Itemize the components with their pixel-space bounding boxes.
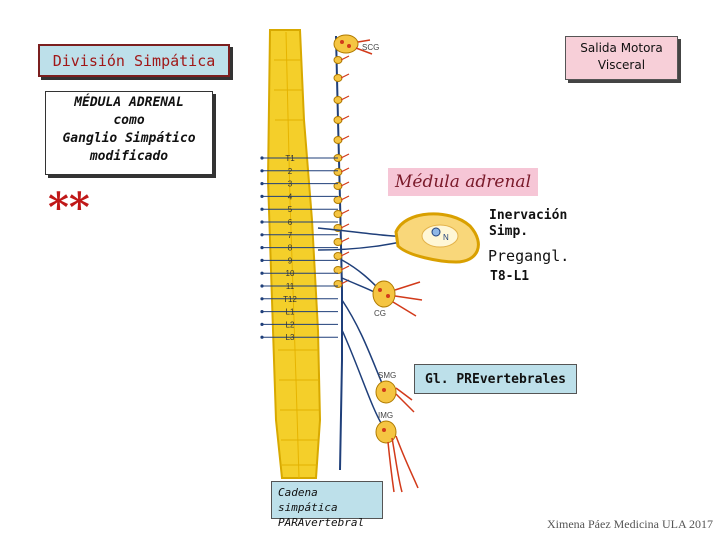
salida-line-2: Visceral (597, 58, 646, 72)
postganglionic-fiber (340, 115, 350, 121)
segment-label: T1 (285, 154, 295, 163)
pregangl-label: Pregangl. (488, 247, 570, 265)
segment-label: L2 (286, 320, 295, 329)
paravertebral-line-2: PARAvertebral (278, 516, 365, 529)
fiber-to-img (341, 329, 385, 429)
nerve-dot (260, 156, 264, 160)
chain-ganglion (333, 252, 343, 260)
segment-label: 6 (288, 218, 293, 227)
paravertebral-label: Cadena simpática PARAvertebral (271, 481, 383, 529)
nerve-dot (260, 220, 264, 224)
img-ganglion (375, 420, 419, 493)
segment-nerves (260, 156, 338, 339)
nerve-dot (260, 182, 264, 186)
adrenal-label: Médula adrenal (388, 168, 538, 196)
nerve-dot (260, 258, 264, 262)
chain-ganglion (333, 56, 343, 64)
nerve-dot (260, 335, 264, 339)
salida-line-1: Salida Motora (580, 41, 663, 55)
postganglionic-fiber (340, 209, 350, 215)
postganglionic-fiber (340, 55, 350, 61)
segment-label: 4 (288, 192, 293, 201)
segment-label: 5 (288, 205, 293, 214)
segment-label: 7 (288, 231, 293, 240)
chain-ganglion (333, 210, 343, 218)
chain-ganglion (333, 136, 343, 144)
adrenal-gland-icon (394, 212, 480, 264)
medulla-note-box: MÉDULA ADRENAL como Ganglio Simpático mo… (45, 91, 213, 175)
nerve-dot (260, 207, 264, 211)
salida-motora-box: Salida Motora Visceral (565, 36, 678, 80)
segments-range-label: T8-L1 (490, 269, 530, 284)
page-title: División Simpática (52, 52, 216, 70)
sympathetic-chain (335, 35, 343, 471)
label-cg: CG (374, 309, 386, 318)
scg-ganglion (333, 34, 373, 55)
credit-text: Ximena Páez Medicina ULA 2017 (547, 517, 713, 531)
postganglionic-fiber (340, 195, 350, 201)
label-img: IMG (378, 411, 393, 420)
segment-label: 8 (288, 244, 293, 253)
smg-ganglion (375, 380, 415, 413)
spinal-cord-midline (285, 31, 300, 479)
nerve-dot (260, 271, 264, 275)
medulla-note-line-3: Ganglio Simpático (62, 131, 196, 146)
chain-ganglion (333, 238, 343, 246)
cord-striations (274, 59, 319, 466)
segment-label: T12 (283, 295, 297, 304)
chain-ganglion (333, 266, 343, 274)
title-box: División Simpática (38, 44, 230, 77)
inervacion-label: Inervación Simp. (489, 208, 599, 240)
segment-label: 2 (288, 167, 293, 176)
nerve-dot (260, 169, 264, 173)
postganglionic-fiber (340, 223, 350, 229)
segment-label: L3 (286, 333, 295, 342)
label-scg: SCG (362, 43, 379, 52)
postganglionic-fiber (340, 237, 350, 243)
chain-ganglion (333, 116, 343, 124)
paravertebral-line-1: Cadena simpática (278, 486, 338, 514)
chain-ganglion (333, 96, 343, 104)
medulla-note-line-1: MÉDULA ADRENAL (74, 95, 184, 110)
fiber-to-smg (341, 299, 385, 389)
prevertebral-label: Gl. PREvertebrales (414, 364, 577, 394)
postganglionic-fiber (340, 181, 350, 187)
nerve-dot (260, 310, 264, 314)
cg-ganglion (372, 280, 423, 317)
chain-ganglion (333, 74, 343, 82)
segment-label: 10 (286, 269, 295, 278)
chain-ganglia (333, 55, 350, 288)
postganglionic-fiber (340, 135, 350, 141)
inervacion-line-1: Inervación (489, 208, 568, 223)
segment-label: 3 (288, 180, 293, 189)
medulla-note-line-4: modificado (89, 149, 169, 164)
medulla-note-line-2: como (113, 113, 145, 128)
label-nucleus: N (443, 233, 449, 242)
nerve-dot (260, 297, 264, 301)
postganglionic-fiber (340, 167, 350, 173)
postganglionic-fiber (340, 265, 350, 271)
postganglionic-fiber (340, 95, 350, 101)
postganglionic-fiber (340, 251, 350, 257)
label-smg: SMG (378, 371, 396, 380)
segment-label: 9 (288, 256, 293, 265)
spinal-cord (266, 29, 322, 479)
inervacion-line-2: Simp. (489, 224, 529, 239)
asterisk-mark: ** (48, 184, 90, 231)
segment-label: L1 (286, 308, 295, 317)
postganglionic-fiber (340, 73, 350, 79)
postganglionic-fiber (340, 153, 350, 159)
segment-label: 11 (286, 282, 295, 291)
chain-ganglion (333, 168, 343, 176)
nerve-dot (260, 233, 264, 237)
nerve-dot (260, 194, 264, 198)
nerve-dot (260, 322, 264, 326)
nerve-dot (260, 284, 264, 288)
nerve-dot (260, 246, 264, 250)
chain-ganglion (333, 196, 343, 204)
